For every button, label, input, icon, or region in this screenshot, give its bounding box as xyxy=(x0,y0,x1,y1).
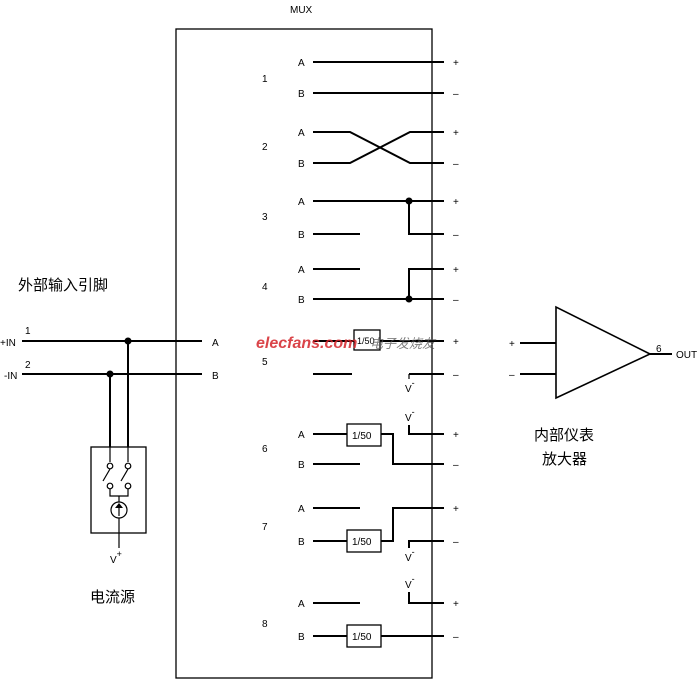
channel-8-plus: + xyxy=(453,599,459,610)
external-pins-label: 外部输入引脚 xyxy=(18,276,108,294)
channel-7-plus: + xyxy=(453,504,459,515)
junction-dot xyxy=(405,197,413,205)
current-source-label: 电流源 xyxy=(90,588,135,606)
amp-plus-label: + xyxy=(509,339,515,350)
neg-in-pin: 2 xyxy=(25,360,31,371)
channel-8-a: A xyxy=(298,599,305,610)
channel-1-number: 1 xyxy=(262,74,268,85)
junction-dot xyxy=(405,295,413,303)
channel-5-v-label: V- xyxy=(405,378,415,395)
channel-4-b: B xyxy=(298,295,305,306)
amplifier-icon xyxy=(555,305,652,400)
channel-4-short xyxy=(408,268,444,299)
supply-label: V+ xyxy=(110,549,122,566)
channel-8-b: B xyxy=(298,632,305,643)
channel-5-number: 5 xyxy=(262,357,268,368)
channel-5-plus: + xyxy=(453,337,459,348)
channel-3-short xyxy=(408,201,444,235)
channel-4-minus: – xyxy=(453,295,459,306)
channel-6-divider-label: 1/50 xyxy=(352,431,372,442)
channel-5-minus: – xyxy=(453,370,459,381)
switch-contact xyxy=(106,462,114,470)
channel-6-number: 6 xyxy=(262,444,268,455)
channel-7-v-label: V- xyxy=(405,547,415,564)
amp-label-line1: 内部仪表 xyxy=(534,426,594,444)
channel-6-v-label: V- xyxy=(405,407,415,424)
channel-6-a: A xyxy=(298,430,305,441)
mux-title: MUX xyxy=(290,5,313,16)
channel-1-minus: – xyxy=(453,89,459,100)
channel-8-divider-label: 1/50 xyxy=(352,632,372,643)
pos-in-pin: 1 xyxy=(25,326,31,337)
channel-2-b: B xyxy=(298,159,305,170)
channel-1-a: A xyxy=(298,58,305,69)
amp-out-label: OUT xyxy=(676,350,697,361)
channel-3-a: A xyxy=(298,197,305,208)
channel-4-number: 4 xyxy=(262,282,268,293)
channel-6-plus: + xyxy=(453,430,459,441)
channel-4-plus: + xyxy=(453,265,459,276)
channel-7-divider-label: 1/50 xyxy=(352,537,372,548)
channel-8-minus: – xyxy=(453,632,459,643)
channel-8-v-wire xyxy=(408,592,444,604)
channel-2-wire-b xyxy=(313,131,444,164)
mux-input-a-label: A xyxy=(212,338,219,349)
switch-blade xyxy=(120,468,129,482)
watermark-brand: elecfans.com xyxy=(256,335,357,352)
channel-6-divider-out xyxy=(381,433,444,465)
amp-out-pin: 6 xyxy=(656,344,662,355)
neg-in-label: -IN xyxy=(4,371,17,382)
channel-6-minus: – xyxy=(453,460,459,471)
channel-2-minus: – xyxy=(453,159,459,170)
switch-contact xyxy=(124,462,132,470)
channel-3-minus: – xyxy=(453,230,459,241)
switch-contact xyxy=(124,482,132,490)
channel-5-divider-label: 1/50 xyxy=(357,336,375,346)
channel-7-b: B xyxy=(298,537,305,548)
channel-7-a: A xyxy=(298,504,305,515)
watermark-cn: 电子发烧友 xyxy=(370,337,437,352)
channel-6-v-wire xyxy=(408,425,444,435)
channel-4-a: A xyxy=(298,265,305,276)
channel-7-number: 7 xyxy=(262,522,268,533)
mux-box xyxy=(175,28,433,679)
channel-1-plus: + xyxy=(453,58,459,69)
amp-minus-label: – xyxy=(509,370,515,381)
channel-7-v-wire xyxy=(408,540,444,548)
channel-3-b: B xyxy=(298,230,305,241)
channel-8-v-label: V- xyxy=(405,574,415,591)
current-arrow-head xyxy=(115,503,123,508)
channel-8-number: 8 xyxy=(262,619,268,630)
channel-7-minus: – xyxy=(453,537,459,548)
channel-2-plus: + xyxy=(453,128,459,139)
channel-3-number: 3 xyxy=(262,212,268,223)
switch-contact xyxy=(106,482,114,490)
channel-6-b: B xyxy=(298,460,305,471)
channel-7-divider-out xyxy=(381,507,444,542)
pos-in-label: +IN xyxy=(0,338,16,349)
mux-input-b-label: B xyxy=(212,371,219,382)
channel-2-number: 2 xyxy=(262,142,268,153)
amp-label-line2: 放大器 xyxy=(542,450,587,468)
switch-blade xyxy=(102,468,111,482)
channel-2-a: A xyxy=(298,128,305,139)
channel-1-b: B xyxy=(298,89,305,100)
channel-3-plus: + xyxy=(453,197,459,208)
